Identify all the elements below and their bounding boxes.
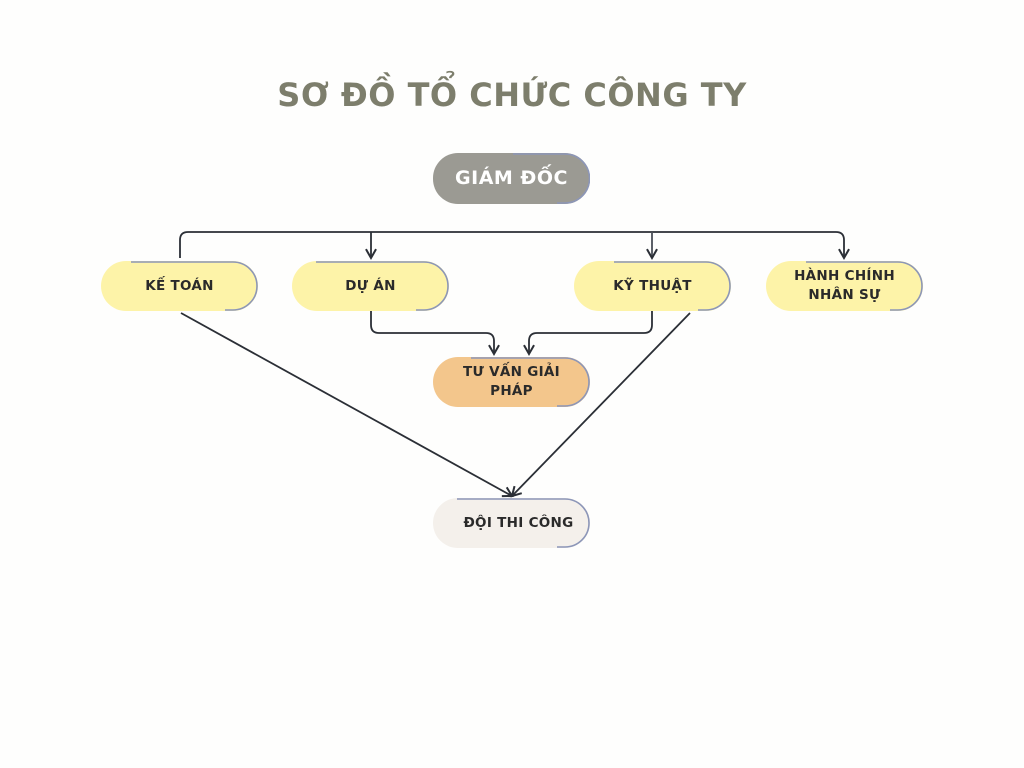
node-accounting[interactable]: KẾ TOÁN	[101, 261, 258, 311]
connector-bus	[179, 231, 850, 261]
chart-title: SƠ ĐỒ TỔ CHỨC CÔNG TY	[277, 76, 747, 114]
node-label: HÀNH CHÍNH NHÂN SỰ	[794, 268, 895, 303]
node-construction[interactable]: ĐỘI THI CÔNG	[433, 498, 590, 548]
node-consulting[interactable]: TƯ VẤN GIẢI PHÁP	[433, 357, 590, 407]
connector-project-consulting	[370, 311, 500, 357]
node-label: DỰ ÁN	[345, 277, 396, 294]
node-label: KỸ THUẬT	[613, 277, 692, 294]
node-label: KẾ TOÁN	[145, 277, 214, 294]
node-label: ĐỘI THI CÔNG	[463, 514, 574, 531]
node-project[interactable]: DỰ ÁN	[292, 261, 449, 311]
connector-engineering-consulting	[523, 311, 653, 357]
node-hr[interactable]: HÀNH CHÍNH NHÂN SỰ	[766, 261, 923, 311]
node-label: TƯ VẤN GIẢI PHÁP	[463, 364, 560, 399]
node-engineering[interactable]: KỸ THUẬT	[574, 261, 731, 311]
node-label: GIÁM ĐỐC	[455, 167, 568, 189]
connector-accounting-construction	[180, 312, 514, 498]
node-director[interactable]: GIÁM ĐỐC	[433, 153, 590, 204]
connector-engineering-construction	[510, 312, 691, 498]
